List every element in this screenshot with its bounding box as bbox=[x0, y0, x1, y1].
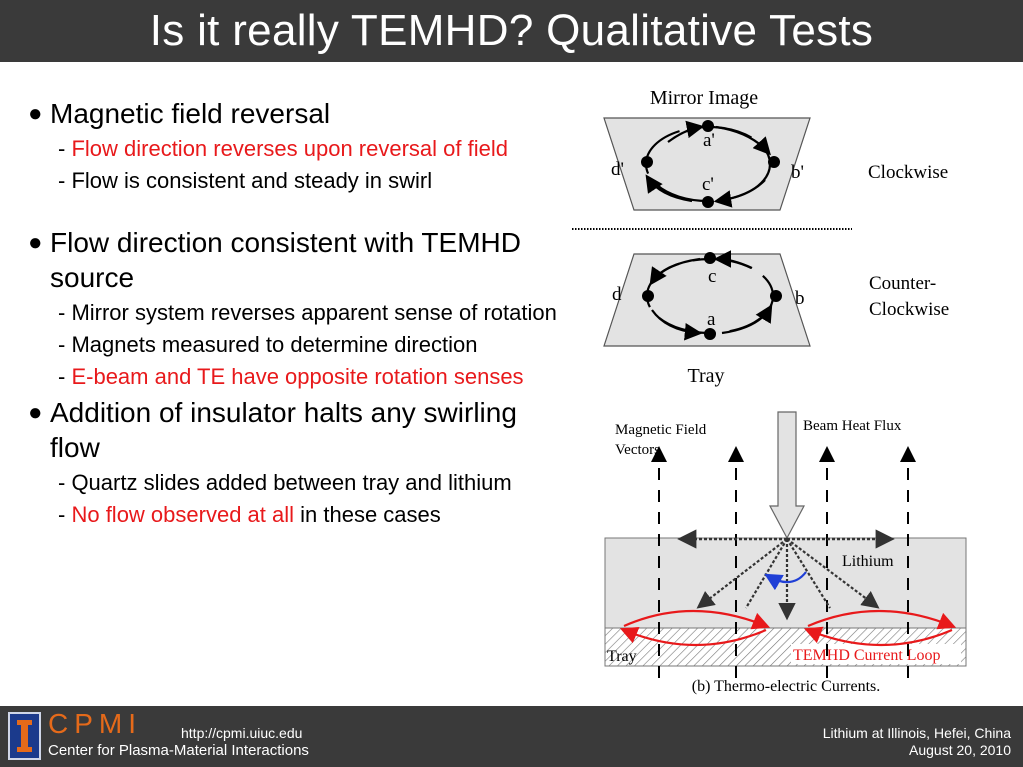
sub-bullet: - No flow observed at all in these cases bbox=[58, 500, 558, 529]
mirror-point-d-label: d' bbox=[611, 159, 624, 180]
magnetic-label-1: Magnetic Field bbox=[615, 422, 707, 438]
mirror-point-a-label: a' bbox=[703, 130, 715, 151]
bullet-dot-icon: ● bbox=[28, 229, 43, 256]
magnetic-field-vectors bbox=[651, 446, 916, 678]
sub-bullet: - Mirror system reverses apparent sense … bbox=[58, 298, 558, 327]
tray-point-a bbox=[704, 328, 716, 340]
rotation-arrow-icon bbox=[764, 571, 807, 591]
footer-event-info: Lithium at Illinois, Hefei, China August… bbox=[823, 725, 1011, 759]
tray-point-c bbox=[704, 252, 716, 264]
sub-text: - bbox=[58, 136, 72, 161]
mirror-point-c bbox=[702, 196, 714, 208]
tray-point-c-label: c bbox=[708, 266, 716, 287]
lithium-label: Lithium bbox=[842, 553, 894, 570]
current-loop-label-bg bbox=[791, 644, 961, 664]
mirror-arrow-icon bbox=[713, 179, 766, 208]
figure-caption: (b) Thermo-electric Currents. bbox=[692, 678, 881, 695]
title-bar: Is it really TEMHD? Qualitative Tests bbox=[0, 0, 1023, 62]
current-loop-arrow-icon bbox=[623, 609, 771, 630]
sub-bullet: - Flow direction reverses upon reversal … bbox=[58, 134, 558, 163]
bullet-text: Addition of insulator halts any swirling… bbox=[50, 397, 517, 463]
mirror-point-b bbox=[768, 156, 780, 168]
bottom-tray-label: Tray bbox=[607, 648, 637, 665]
sub-bullet: - Magnets measured to determine directio… bbox=[58, 330, 558, 359]
footer: CPMI http://cpmi.uiuc.edu Center for Pla… bbox=[0, 706, 1023, 767]
magnetic-label-2: Vectors bbox=[615, 442, 660, 458]
tray-label: Tray bbox=[687, 365, 724, 387]
heat-spread-arrows bbox=[696, 538, 880, 621]
current-loop-arrow-icon bbox=[803, 626, 953, 647]
mirror-point-d bbox=[641, 156, 653, 168]
footer-event: Lithium at Illinois, Hefei, China bbox=[822, 725, 1011, 741]
tray-point-d bbox=[642, 290, 654, 302]
sub-text: in these cases bbox=[294, 502, 441, 527]
tray-point-a-label: a bbox=[707, 309, 716, 330]
slide-title: Is it really TEMHD? Qualitative Tests bbox=[149, 6, 874, 55]
bullet-text: Flow direction consistent with TEMHD sou… bbox=[50, 227, 521, 293]
bullet-dot-icon: ● bbox=[28, 399, 43, 426]
current-loop-arrow-icon bbox=[619, 626, 767, 647]
tray-arrow-icon bbox=[713, 250, 753, 270]
tray-point-b bbox=[770, 290, 782, 302]
counter-label-1: Counter- bbox=[869, 273, 936, 294]
mirror-point-c-label: c' bbox=[702, 174, 714, 195]
mirror-point-a bbox=[702, 120, 714, 132]
footer-date: August 20, 2010 bbox=[909, 742, 1011, 758]
sub-text: - Quartz slides added between tray and l… bbox=[58, 470, 512, 495]
counter-label-2: Clockwise bbox=[869, 299, 949, 320]
current-loop-label: TEMHD Current Loop bbox=[793, 647, 941, 664]
illinois-logo-icon bbox=[8, 712, 41, 760]
tray-point-d-label: d bbox=[612, 284, 622, 305]
bullet-list: ● Magnetic field reversal - Flow directi… bbox=[28, 96, 558, 529]
sub-highlight: No flow observed at all bbox=[71, 502, 295, 527]
sub-text: - Magnets measured to determine directio… bbox=[58, 332, 478, 357]
footer-url[interactable]: http://cpmi.uiuc.edu bbox=[181, 725, 303, 741]
mirror-label: Mirror Image bbox=[650, 87, 758, 109]
sub-highlight: Flow direction reverses upon reversal of… bbox=[71, 136, 508, 161]
tray-point-b-label: b bbox=[795, 288, 805, 309]
sub-bullet: - E-beam and TE have opposite rotation s… bbox=[58, 362, 558, 391]
sub-bullet: - Flow is consistent and steady in swirl bbox=[58, 166, 558, 195]
bullet-dot-icon: ● bbox=[28, 100, 43, 127]
tray-arrow-icon bbox=[651, 309, 703, 341]
bullet-insulator: ● Addition of insulator halts any swirli… bbox=[28, 395, 558, 465]
bullet-text: Magnetic field reversal bbox=[50, 98, 331, 129]
beam-arrow-icon bbox=[769, 411, 805, 540]
clockwise-label: Clockwise bbox=[868, 162, 948, 183]
bullet-flow-direction: ● Flow direction consistent with TEMHD s… bbox=[28, 225, 558, 295]
sub-bullet: - Quartz slides added between tray and l… bbox=[58, 468, 558, 497]
beam-label: Beam Heat Flux bbox=[803, 418, 902, 434]
sub-text: - Mirror system reverses apparent sense … bbox=[58, 300, 557, 325]
footer-center-name: Center for Plasma-Material Interactions bbox=[48, 742, 309, 759]
cpmi-logo-text: CPMI bbox=[48, 708, 142, 739]
sub-text: - bbox=[58, 364, 72, 389]
diagram-svg: Mirror Image a' b' c' d' Clockwise a b c… bbox=[572, 87, 967, 695]
sub-text: - bbox=[58, 502, 72, 527]
sub-text: - Flow is consistent and steady in swirl bbox=[58, 168, 433, 193]
mirror-arrow-icon bbox=[715, 125, 771, 156]
bullet-magnetic-reversal: ● Magnetic field reversal bbox=[28, 96, 558, 131]
mirror-arrow-icon bbox=[667, 120, 705, 143]
sub-highlight: E-beam and TE have opposite rotation sen… bbox=[71, 364, 524, 389]
mirror-point-b-label: b' bbox=[791, 162, 804, 183]
current-loop-arrow-icon bbox=[807, 609, 957, 630]
figure: Mirror Image a' b' c' d' Clockwise a b c… bbox=[560, 78, 1023, 703]
tray-arrow-icon bbox=[649, 257, 701, 286]
mirror-arrow-icon bbox=[645, 174, 693, 203]
tray-arrow-icon bbox=[721, 304, 773, 335]
